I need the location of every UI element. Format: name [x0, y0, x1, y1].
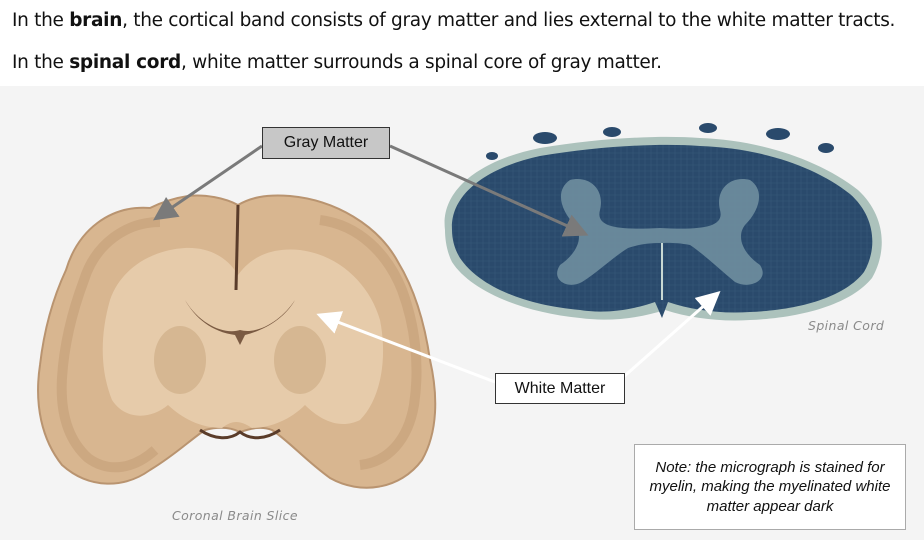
- spinal-cord-term: spinal cord: [69, 52, 181, 73]
- deep-nucleus-right: [274, 326, 326, 394]
- brain-caption: Coronal Brain Slice: [172, 508, 298, 523]
- stain-note: Note: the micrograph is stained for myel…: [634, 444, 906, 530]
- inferior-fissure: [199, 428, 281, 440]
- brain-cortex-band: [56, 215, 422, 473]
- gray-matter-arrow-brain: [153, 144, 263, 221]
- white-matter-label: White Matter: [495, 373, 625, 404]
- cord-gray-matter: [557, 179, 763, 285]
- gray-matter-arrow-cord: [389, 144, 589, 237]
- lateral-ventricles: [185, 300, 295, 345]
- intro-band: [0, 0, 924, 86]
- nerve-root: [533, 132, 557, 144]
- nerve-root: [486, 152, 498, 160]
- brain-term: brain: [69, 10, 123, 31]
- gray-matter-label: Gray Matter: [262, 127, 390, 159]
- coronal-brain-slice: [37, 194, 437, 489]
- spinal-cord-caption: Spinal Cord: [808, 318, 885, 333]
- white-matter-arrow-cord: [619, 291, 721, 382]
- nerve-root: [699, 123, 717, 133]
- nerve-root: [766, 128, 790, 140]
- intro-line-brain: In the brain, the cortical band consists…: [12, 10, 896, 31]
- midline-fissure: [234, 204, 240, 291]
- intro-line-spinal-cord: In the spinal cord, white matter surroun…: [12, 52, 662, 73]
- white-matter-arrow-brain: [316, 311, 496, 384]
- nerve-root: [603, 127, 621, 137]
- deep-nucleus-left: [154, 326, 206, 394]
- spinal-cord-micrograph: [444, 123, 882, 321]
- nerve-root: [818, 143, 834, 153]
